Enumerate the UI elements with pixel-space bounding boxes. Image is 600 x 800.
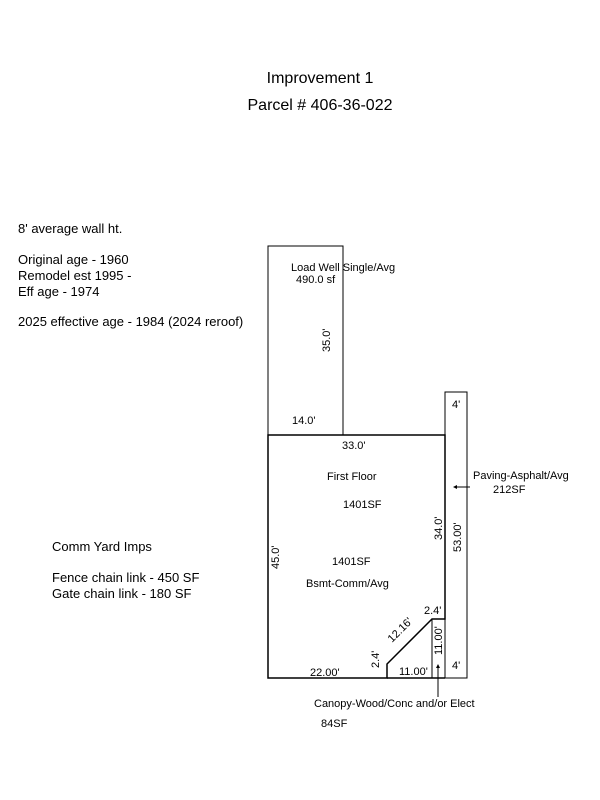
first-floor-label: First Floor: [327, 471, 377, 483]
parcel-number: Parcel # 406-36-022: [247, 97, 393, 114]
notch-top-dim: 2.4': [424, 605, 441, 617]
main-right-lower-dim: 11.00': [433, 626, 445, 655]
paving-area: 212SF: [493, 484, 526, 496]
fence-note: Fence chain link - 450 SF: [52, 570, 200, 585]
paving-bottom-dim: 4': [452, 660, 460, 672]
improvement-title: Improvement 1: [266, 70, 374, 87]
yard-imps-heading: Comm Yard Imps: [52, 539, 152, 554]
effective-2025-note: 2025 effective age - 1984 (2024 reroof): [18, 314, 244, 329]
paving-outline: [444, 391, 468, 679]
eff-age-note: Eff age - 1974: [18, 284, 100, 299]
load-well-label: Load Well Single/Avg: [291, 262, 395, 274]
canopy-area: 84SF: [321, 718, 348, 730]
original-age-note: Original age - 1960: [18, 252, 129, 267]
load-well-width-dim: 14.0': [292, 415, 316, 427]
paving-label: Paving-Asphalt/Avg: [473, 470, 569, 482]
load-well-height-dim: 35.0': [321, 328, 333, 352]
canopy-label: Canopy-Wood/Conc and/or Elect: [314, 698, 475, 710]
main-top-dim: 33.0': [342, 440, 366, 452]
load-well-area: 490.0 sf: [296, 274, 336, 286]
main-right-dim: 34.0': [433, 516, 445, 540]
main-bottom-left-dim: 22.00': [310, 667, 340, 679]
bsmt-area: 1401SF: [332, 556, 371, 568]
paving-length-dim: 53.00': [452, 522, 464, 552]
first-floor-area: 1401SF: [343, 499, 382, 511]
notch-side-dim: 2.4': [370, 651, 382, 668]
canopy-pointer-arrow: [436, 664, 440, 668]
main-bottom-right-dim: 11.00': [399, 666, 428, 678]
main-left-dim: 45.0': [270, 545, 282, 569]
paving-pointer-arrow: [453, 485, 457, 489]
yard-imps-notes: Comm Yard Imps Fence chain link - 450 SF…: [52, 539, 199, 602]
gate-note: Gate chain link - 180 SF: [52, 586, 192, 601]
building-notes: 8' average wall ht. Original age - 1960 …: [18, 221, 243, 330]
bsmt-label: Bsmt-Comm/Avg: [306, 578, 389, 590]
wall-height-note: 8' average wall ht.: [18, 221, 123, 236]
paving-top-dim: 4': [452, 399, 460, 411]
remodel-note: Remodel est 1995 -: [18, 268, 132, 283]
